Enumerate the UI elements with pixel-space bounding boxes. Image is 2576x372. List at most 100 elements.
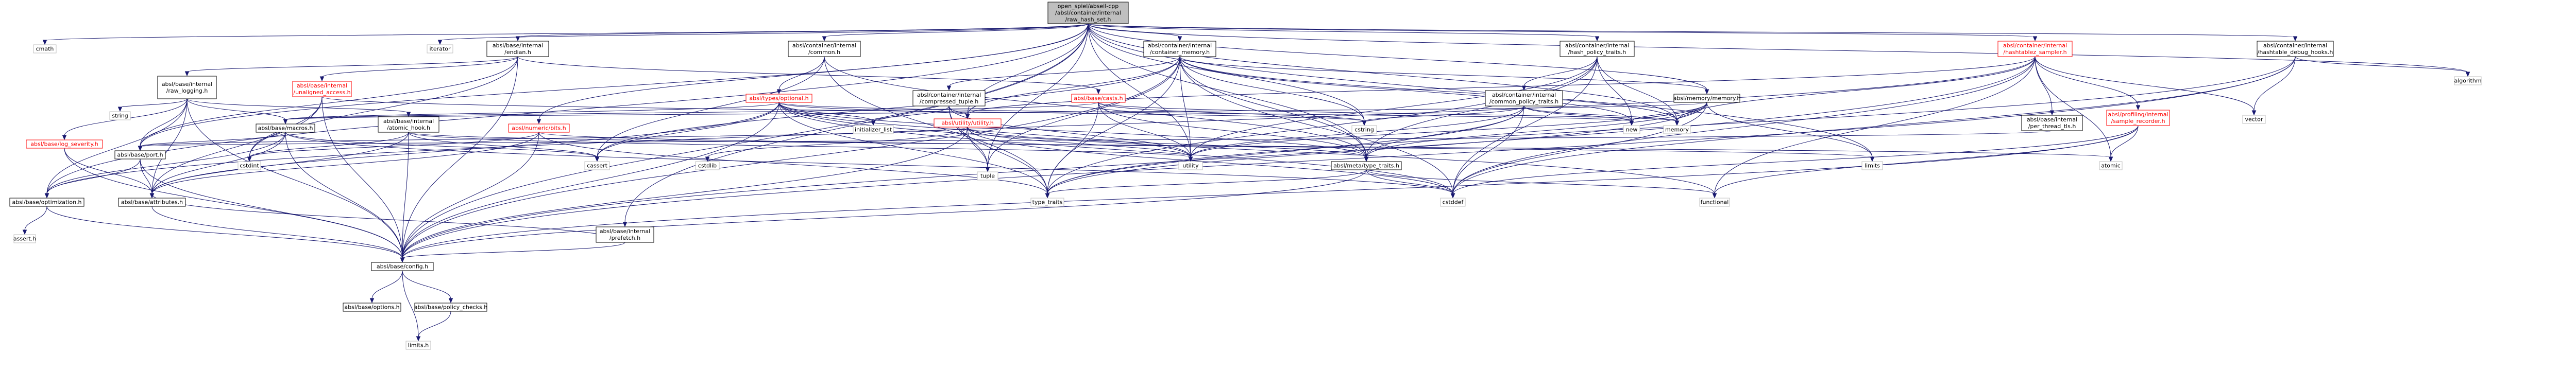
node-label-line: cmath: [36, 46, 54, 52]
node-port[interactable]: absl/base/port.h: [114, 150, 166, 160]
node-label-line: absl/container/internal: [1565, 42, 1629, 49]
node-label-line: /absl/container/internal: [1055, 10, 1121, 16]
node-per_thread_tls[interactable]: absl/base/internal/per_thread_tls.h: [2021, 115, 2083, 131]
edge-arrowhead: [776, 89, 782, 95]
edge-endian-to-casts: [517, 56, 1099, 91]
node-label-line: absl/container/internal: [1492, 92, 1556, 98]
edge-arrowhead: [2465, 72, 2470, 77]
node-label-line: absl/base/attributes.h: [121, 199, 183, 206]
node-label-line: /prefetch.h: [609, 235, 640, 241]
node-box: [1623, 125, 1640, 134]
node-root[interactable]: open_spiel/abseil-cpp/absl/container/int…: [1047, 2, 1129, 24]
node-label-line: utility: [1182, 163, 1199, 169]
node-box: [596, 226, 654, 243]
node-optimization[interactable]: absl/base/optimization.h: [9, 198, 84, 207]
node-box: [1047, 2, 1129, 24]
node-container_memory[interactable]: absl/container/internal/container_memory…: [1143, 41, 1216, 57]
node-label-line: assert.h: [13, 236, 36, 242]
edge-root-to-iterator: [439, 23, 1089, 41]
node-config[interactable]: absl/base/config.h: [371, 262, 434, 271]
edge-types_optional-to-attributes: [151, 102, 779, 194]
node-box: [378, 116, 439, 133]
edge-attributes-to-config: [151, 206, 403, 259]
edge-container_memory-to-config: [402, 56, 1180, 259]
edge-hash_policy_traits-to-memory: [1597, 56, 1677, 122]
edge-unaligned_access-to-attributes: [151, 96, 323, 194]
edge-optimization-to-assert_h: [24, 206, 47, 231]
node-common_policy_traits[interactable]: absl/container/internal/common_policy_tr…: [1485, 90, 1563, 107]
node-box: [292, 81, 352, 97]
edge-endian-to-unaligned_access: [321, 56, 518, 78]
edge-sample_recorder-to-functional: [1714, 125, 2139, 194]
edge-arrowhead: [1362, 120, 1367, 126]
node-prefetch[interactable]: absl/base/internal/prefetch.h: [596, 226, 654, 243]
node-policy_checks[interactable]: absl/base/policy_checks.h: [414, 303, 487, 312]
edge-hashtablez_sampler-to-memory: [1676, 56, 2036, 122]
node-box: [1440, 198, 1466, 207]
node-options[interactable]: absl/base/options.h: [343, 303, 401, 312]
node-box: [1663, 125, 1691, 134]
node-types_optional[interactable]: absl/types/optional.h: [745, 94, 812, 103]
node-numeric_bits[interactable]: absl/numeric/bits.h: [508, 123, 570, 133]
node-label-line: vector: [2245, 116, 2263, 123]
node-cstdint: cstdint: [238, 161, 261, 170]
node-log_severity[interactable]: absl/base/log_severity.h: [26, 139, 103, 149]
edge-root-to-cstring: [1088, 23, 1365, 122]
edge-arrowhead: [44, 193, 49, 199]
node-box: [934, 118, 1002, 128]
edge-arrowhead: [595, 156, 600, 162]
edge-utility_utility-to-config: [402, 127, 968, 259]
node-macros[interactable]: absl/base/macros.h: [256, 123, 315, 133]
node-attributes[interactable]: absl/base/attributes.h: [118, 198, 186, 207]
edge-atomic_hook-to-config: [402, 132, 409, 259]
edge-root-to-hashtable_debug_hooks: [1088, 23, 2296, 38]
node-hash_policy_traits[interactable]: absl/container/internal/hash_policy_trai…: [1560, 41, 1635, 57]
edge-root-to-endian: [517, 23, 1089, 38]
node-raw_logging[interactable]: absl/base/internal/raw_logging.h: [157, 76, 217, 99]
node-box: [977, 171, 998, 181]
edge-arrowhead: [2136, 105, 2141, 111]
edge-endian-to-cstdint: [249, 56, 518, 158]
node-container_common[interactable]: absl/container/internal/common.h: [788, 41, 861, 57]
edge-raw_logging-to-macros: [187, 98, 286, 120]
edge-arrowhead: [149, 193, 155, 199]
node-label-line: absl/meta/type_traits.h: [1333, 163, 1399, 169]
node-hashtable_debug_hooks[interactable]: absl/container/internal/hashtable_debug_…: [2257, 41, 2334, 57]
node-type_traits_h[interactable]: absl/meta/type_traits.h: [1331, 161, 1402, 170]
node-atomic_hook[interactable]: absl/base/internal/atomic_hook.h: [378, 116, 439, 133]
edge-utility_utility-to-cstddef: [967, 127, 1453, 194]
edge-arrowhead: [1450, 193, 1455, 199]
edge-arrowhead: [536, 119, 541, 125]
node-casts[interactable]: absl/base/casts.h: [1071, 94, 1126, 103]
edge-hashtablez_sampler-to-cstddef: [1452, 56, 2036, 194]
node-utility_utility[interactable]: absl/utility/utility.h: [934, 118, 1002, 128]
node-endian[interactable]: absl/base/internal/endian.h: [486, 41, 549, 57]
node-unaligned_access[interactable]: absl/base/internal/unaligned_access.h: [292, 81, 352, 97]
node-label-line: absl/utility/utility.h: [941, 120, 993, 127]
node-label-line: absl/base/casts.h: [1074, 95, 1123, 102]
edge-arrowhead: [184, 71, 190, 77]
node-sample_recorder[interactable]: absl/profiling/internal/sample_recorder.…: [2106, 110, 2170, 126]
edge-sample_recorder-to-config: [402, 125, 2139, 259]
edge-macros-to-port: [140, 132, 286, 147]
edge-endian-to-config: [402, 56, 518, 259]
node-hashtablez_sampler[interactable]: absl/container/internal/hashtablez_sampl…: [1997, 41, 2073, 57]
node-label-line: absl/container/internal: [2263, 42, 2327, 49]
node-box: [695, 161, 720, 170]
edge-numeric_bits-to-limits: [538, 132, 1873, 158]
edge-arrowhead: [2251, 110, 2257, 116]
edge-hashtablez_sampler-to-utility_utility: [967, 56, 2036, 115]
node-box: [853, 125, 894, 134]
edge-arrowhead: [247, 156, 252, 162]
node-memory_memory[interactable]: absl/memory/memory.h: [1673, 94, 1741, 103]
node-compressed_tuple[interactable]: absl/container/internal/compressed_tuple…: [912, 90, 986, 107]
edge-arrowhead: [985, 167, 990, 172]
node-label-line: absl/base/log_severity.h: [30, 141, 98, 148]
node-label-line: absl/numeric/bits.h: [512, 125, 566, 132]
edge-hash_policy_traits-to-type_traits: [1047, 56, 1598, 194]
node-label-line: functional: [1701, 199, 1729, 206]
edge-root-to-utility_utility: [967, 23, 1089, 115]
edge-root-to-numeric_bits: [538, 23, 1089, 120]
node-cstring: cstring: [1351, 125, 1377, 134]
edge-type_traits_h-to-cstddef: [1366, 169, 1453, 194]
